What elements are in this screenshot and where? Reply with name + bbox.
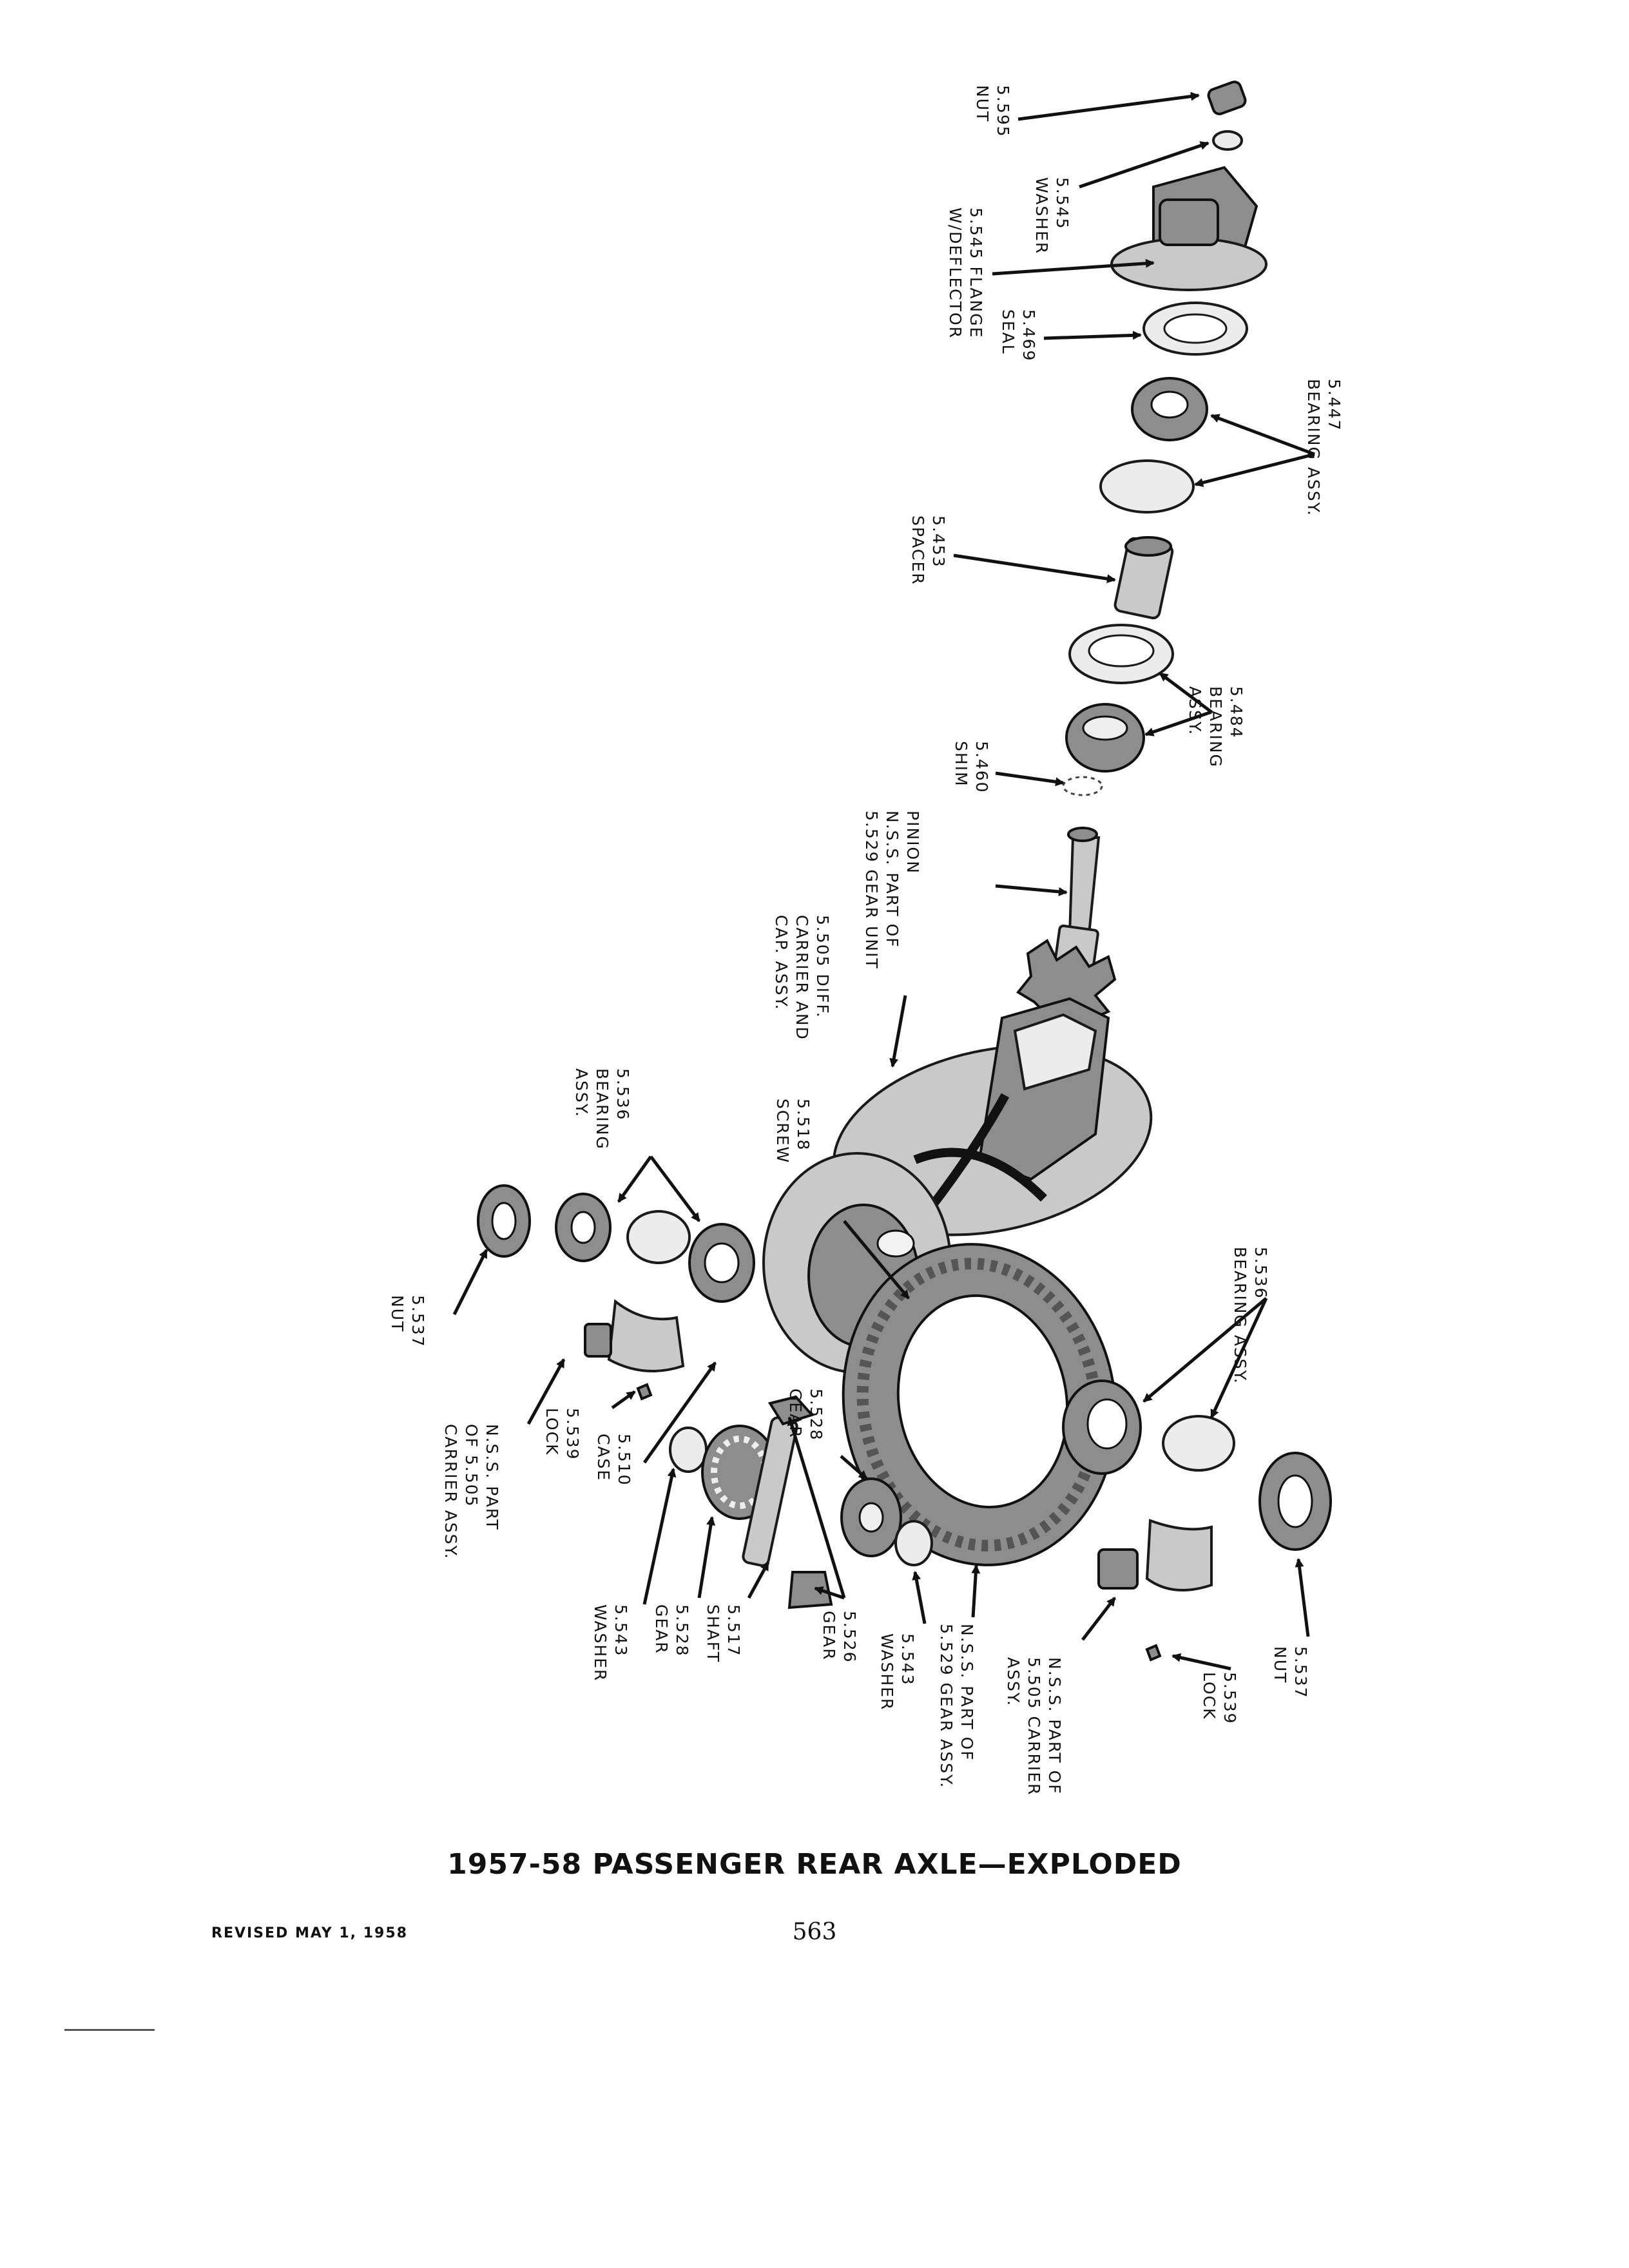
pinion-bearing-5484-cup xyxy=(1068,624,1174,684)
svg-text:5.453SPACER: 5.453SPACER xyxy=(909,515,948,586)
svg-text:5.543WASHER: 5.543WASHER xyxy=(878,1633,917,1711)
svg-text:5.536BEARINGASSY.: 5.536BEARINGASSY. xyxy=(572,1068,632,1150)
label-5545-washer: 5.545WASHER xyxy=(1032,177,1072,255)
svg-text:N.S.S. PART OF5.505 CARRIERASS: N.S.S. PART OF5.505 CARRIERASSY. xyxy=(1004,1657,1064,1796)
label-5537-nut-left: 5.537NUT xyxy=(388,1295,427,1348)
label-5539-lock-left: 5.539LOCK xyxy=(543,1408,582,1461)
right-lock-5539 xyxy=(1145,1644,1162,1662)
label-nss-carrier-right: N.S.S. PART OF5.505 CARRIERASSY. xyxy=(1004,1657,1064,1796)
svg-text:5.484BEARINGASSY.: 5.484BEARINGASSY. xyxy=(1186,686,1246,768)
label-5528-gear-right: 5.528GEAR xyxy=(786,1389,825,1441)
svg-text:5.536BEARING ASSY.: 5.536BEARING ASSY. xyxy=(1231,1247,1270,1385)
svg-text:PINIONN.S.S. PART OF5.529 GEAR: PINIONN.S.S. PART OF5.529 GEAR UNIT xyxy=(862,811,922,970)
svg-text:N.S.S. PARTOF 5.505CARRIER ASS: N.S.S. PARTOF 5.505CARRIER ASSY. xyxy=(441,1424,501,1560)
left-bearing-5536-cup xyxy=(626,1210,691,1264)
svg-text:5.539LOCK: 5.539LOCK xyxy=(1200,1672,1239,1725)
svg-text:5.545 FLANGEW/DEFLECTOR: 5.545 FLANGEW/DEFLECTOR xyxy=(946,207,985,339)
label-pinion: PINIONN.S.S. PART OF5.529 GEAR UNIT xyxy=(862,811,922,970)
right-bearing-cap xyxy=(1097,1519,1213,1591)
label-5526-gear: 5.526GEAR xyxy=(820,1611,859,1664)
label-5517-shaft: 5.517SHAFT xyxy=(704,1604,743,1663)
label-5543-washer-left: 5.543WASHER xyxy=(591,1604,630,1682)
pinion-bearing-5484-cone xyxy=(1065,703,1145,773)
diff-pinion-gear-5526-bottom xyxy=(787,1571,833,1610)
revision-date: REVISED MAY 1, 1958 xyxy=(211,1925,408,1941)
label-5539-lock-right: 5.539LOCK xyxy=(1200,1672,1239,1725)
diff-washer-5543-left xyxy=(669,1427,708,1473)
label-5484-bearing: 5.484BEARINGASSY. xyxy=(1186,686,1246,768)
label-5447-bearing: 5.447BEARING ASSY. xyxy=(1304,379,1344,517)
label-5595-nut: 5.595NUT xyxy=(973,85,1012,138)
svg-text:5.469SEAL: 5.469SEAL xyxy=(999,309,1038,362)
pinion-nut-5595 xyxy=(1207,81,1247,115)
label-5453-spacer: 5.453SPACER xyxy=(909,515,948,586)
svg-text:5.537NUT: 5.537NUT xyxy=(388,1295,427,1348)
label-5543-washer-right: 5.543WASHER xyxy=(878,1633,917,1711)
label-nss-carrier-left: N.S.S. PARTOF 5.505CARRIER ASSY. xyxy=(441,1424,501,1560)
pinion-spacer-5453 xyxy=(1113,536,1174,620)
leader-arrows xyxy=(452,91,1315,1671)
right-adjuster-nut-5537 xyxy=(1258,1452,1332,1551)
pinion-seal-5469 xyxy=(1142,302,1248,356)
label-5536-bearing-left: 5.536BEARINGASSY. xyxy=(572,1068,632,1150)
page-number: 563 xyxy=(792,1919,837,1945)
svg-text:5.518SCREW: 5.518SCREW xyxy=(773,1099,813,1164)
label-5528-gear-left: 5.528GEAR xyxy=(652,1604,691,1657)
svg-text:5.545WASHER: 5.545WASHER xyxy=(1032,177,1072,255)
scan-artifact-line xyxy=(64,2029,155,2031)
pinion-washer-5545 xyxy=(1212,130,1243,151)
svg-text:5.539LOCK: 5.539LOCK xyxy=(543,1408,582,1461)
label-5545-flange: 5.545 FLANGEW/DEFLECTOR xyxy=(946,207,985,339)
label-nss-5529-gear: N.S.S. PART OF5.529 GEAR ASSY. xyxy=(937,1624,976,1789)
label-5510-case: 5.510CASE xyxy=(594,1434,633,1486)
svg-text:5.543WASHER: 5.543WASHER xyxy=(591,1604,630,1682)
svg-text:5.460SHIM: 5.460SHIM xyxy=(952,741,991,794)
svg-text:5.526GEAR: 5.526GEAR xyxy=(820,1611,859,1664)
companion-flange-5545 xyxy=(1110,166,1268,291)
label-5505-carrier: 5.505 DIFF.CARRIER ANDCAP. ASSY. xyxy=(772,915,832,1041)
ring-gear xyxy=(842,1243,1117,1566)
right-bearing-5536-cup xyxy=(1162,1415,1235,1472)
svg-text:5.517SHAFT: 5.517SHAFT xyxy=(704,1604,743,1663)
right-bearing-5536-cone xyxy=(1062,1379,1142,1475)
svg-text:5.447BEARING ASSY.: 5.447BEARING ASSY. xyxy=(1304,379,1344,517)
svg-text:5.537NUT: 5.537NUT xyxy=(1271,1646,1310,1699)
svg-text:N.S.S. PART OF5.529 GEAR ASSY.: N.S.S. PART OF5.529 GEAR ASSY. xyxy=(937,1624,976,1789)
left-lock-5539 xyxy=(636,1383,653,1401)
left-adjuster-nut-5537 xyxy=(477,1184,531,1258)
diff-washer-5543-right xyxy=(894,1520,933,1566)
left-bearing-cap xyxy=(584,1299,685,1372)
label-5460-shim: 5.460SHIM xyxy=(952,741,991,794)
label-5518-screw: 5.518SCREW xyxy=(773,1099,813,1164)
diff-pinion-gear-5526-top xyxy=(767,1395,815,1426)
left-bearing-5536-cone xyxy=(555,1193,612,1262)
left-bearing-5536-roller xyxy=(688,1223,755,1303)
drive-pinion xyxy=(1016,827,1117,1023)
label-5469-seal: 5.469SEAL xyxy=(999,309,1038,362)
pinion-shim-5460 xyxy=(1062,776,1103,796)
label-5537-nut-right: 5.537NUT xyxy=(1271,1646,1310,1699)
svg-text:5.505 DIFF.CARRIER ANDCAP. ASS: 5.505 DIFF.CARRIER ANDCAP. ASSY. xyxy=(772,915,832,1041)
svg-text:5.528GEAR: 5.528GEAR xyxy=(652,1604,691,1657)
svg-text:5.595NUT: 5.595NUT xyxy=(973,85,1012,138)
pinion-bearing-5447-cup xyxy=(1099,459,1195,514)
figure-title: 1957-58 PASSENGER REAR AXLE—EXPLODED xyxy=(447,1848,1182,1881)
svg-text:5.528GEAR: 5.528GEAR xyxy=(786,1389,825,1441)
label-5536-bearing-right: 5.536BEARING ASSY. xyxy=(1231,1247,1270,1385)
pinion-bearing-5447-outer xyxy=(1131,377,1208,441)
side-gear-5528-right xyxy=(840,1477,902,1557)
svg-text:5.510CASE: 5.510CASE xyxy=(594,1434,633,1486)
